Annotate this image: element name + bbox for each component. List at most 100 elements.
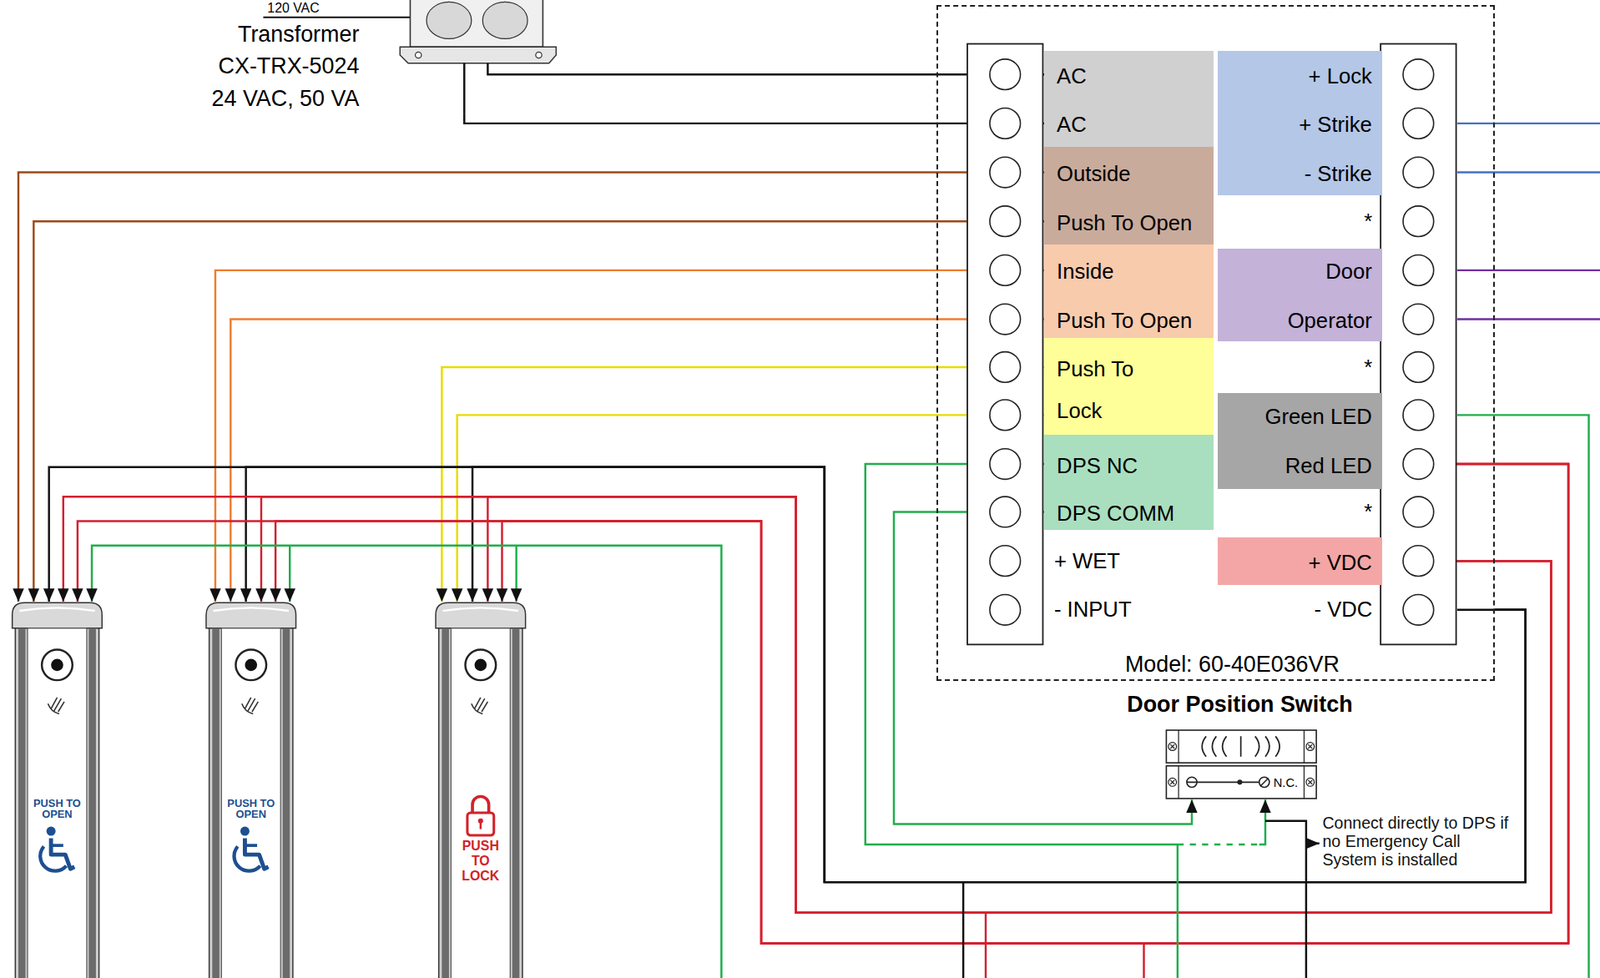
transformer-drawing xyxy=(409,0,543,47)
transformer-drawing xyxy=(463,63,465,115)
terminal-label: * xyxy=(1326,354,1373,381)
terminal-strip xyxy=(989,108,1021,140)
terminal-strip xyxy=(989,255,1021,287)
node-text: 24 VAC, 50 VA xyxy=(183,85,359,112)
node-text: Lock xyxy=(1056,398,1208,424)
transformer-drawing xyxy=(262,16,410,19)
node-text: DPS NC xyxy=(1056,453,1208,480)
door-position-switch-drawing xyxy=(1165,766,1317,799)
loose-wires xyxy=(91,123,1600,978)
terminal-band: + VDC xyxy=(1217,537,1383,586)
terminal-strip xyxy=(1403,303,1434,335)
transformer-drawing xyxy=(426,1,472,39)
push-button: PUSH TO LOCK xyxy=(435,601,526,978)
node-text: Push To Open xyxy=(1056,210,1208,237)
door-position-switch-drawing xyxy=(1186,782,1260,784)
lock-icon xyxy=(472,796,490,813)
wheelchair-icon xyxy=(40,827,75,872)
node-text: - Strike xyxy=(1224,161,1373,187)
node-text: AC xyxy=(1056,63,1208,90)
wire-connector xyxy=(77,464,1569,944)
loose-wires xyxy=(1457,414,1590,978)
terminal-band: ACAC xyxy=(1044,50,1214,147)
node-text: N.C. xyxy=(1273,776,1305,792)
terminal-strip xyxy=(1403,594,1434,626)
node-text: PUSH TO OPEN xyxy=(222,797,280,821)
node-text: Door xyxy=(1224,258,1373,285)
terminal-band: OutsidePush To Open xyxy=(1044,146,1214,245)
node-text: Transformer xyxy=(183,20,359,48)
transformer-drawing xyxy=(487,63,560,75)
door-position-switch-drawing xyxy=(1260,777,1269,787)
controller-board: Model: 60-40E036VR ACAC + Lock + Strike - St… xyxy=(936,5,1495,682)
terminal-strip xyxy=(1403,59,1434,91)
node-text: Model: 60-40E036VR xyxy=(1079,651,1386,678)
terminal-band: Push To Lock xyxy=(1044,338,1214,435)
terminal-strip xyxy=(989,206,1021,238)
terminal-strip xyxy=(989,59,1021,91)
loose-wires xyxy=(1265,821,1307,978)
terminal-label: * xyxy=(1326,208,1373,235)
terminal-band: DoorOperator xyxy=(1217,248,1383,342)
node-text: + Lock xyxy=(1224,63,1373,90)
push-buttons xyxy=(12,602,526,978)
node-text: Inside xyxy=(1056,258,1208,285)
door-position-switch-drawing xyxy=(1201,736,1280,757)
push-button: PUSH TO OPEN xyxy=(12,601,103,978)
wire-connector xyxy=(246,467,1526,883)
wire-connector xyxy=(18,172,1045,602)
terminal-band: DPS NC DPS COMM xyxy=(1044,434,1214,530)
node-text: Green LED xyxy=(1224,403,1373,430)
node-text: Operator xyxy=(1224,307,1373,334)
terminal-label: + WET xyxy=(1054,548,1177,575)
terminal-strip xyxy=(989,594,1021,626)
terminal-strip xyxy=(1380,44,1456,646)
lock-icon xyxy=(479,822,482,830)
transformer-drawing xyxy=(535,51,542,58)
door-position-switch-drawing xyxy=(1165,730,1317,799)
node-text: + Strike xyxy=(1224,111,1373,138)
terminal-strip xyxy=(989,303,1021,335)
wheelchair-icon xyxy=(234,827,269,872)
node-text: Outside xyxy=(1056,161,1208,187)
loose-wires xyxy=(1176,844,1179,978)
push-button-body xyxy=(206,602,297,978)
lock-icon xyxy=(467,796,495,835)
door-position-switch-drawing xyxy=(1259,777,1270,788)
transformer-drawing xyxy=(482,1,528,39)
loose-wires xyxy=(1457,123,1600,173)
push-button-body xyxy=(12,602,103,978)
node-text: Push To xyxy=(1056,356,1208,383)
terminal-strip xyxy=(1403,449,1434,480)
loose-wires xyxy=(1142,943,1145,978)
wire-connector xyxy=(215,270,1045,602)
terminal-label: * xyxy=(1326,499,1373,525)
node-text: DPS COMM xyxy=(1056,500,1208,527)
door-position-switch-drawing xyxy=(1165,730,1317,763)
terminal-label: 120 VAC xyxy=(267,0,349,16)
loose-wires xyxy=(91,545,722,978)
door-position-switch-drawing xyxy=(1178,730,1304,799)
lock-icon xyxy=(467,812,495,836)
terminal-strip xyxy=(1403,156,1434,188)
terminal-label: - VDC xyxy=(1280,596,1373,623)
terminal-strip xyxy=(1403,399,1434,431)
node-text: Red LED xyxy=(1224,453,1373,480)
terminal-strip xyxy=(989,399,1021,431)
push-button: PUSH TO OPEN xyxy=(206,601,297,978)
connector-group xyxy=(18,74,1569,944)
terminal-strip xyxy=(989,156,1021,188)
wire-connector xyxy=(464,114,1045,124)
terminal-strip xyxy=(967,44,1457,646)
terminal-strip xyxy=(1403,108,1434,140)
transformer-drawing xyxy=(399,46,556,64)
wire-connector xyxy=(441,367,1045,602)
loose-wires xyxy=(1306,842,1320,844)
loose-wires xyxy=(1183,842,1259,847)
terminal-strip xyxy=(967,44,1043,646)
terminal-label: Connect directly to DPS if no Emergency … xyxy=(1322,814,1516,870)
terminal-strip xyxy=(989,496,1021,528)
terminal-band: Green LED Red LED xyxy=(1217,393,1383,490)
